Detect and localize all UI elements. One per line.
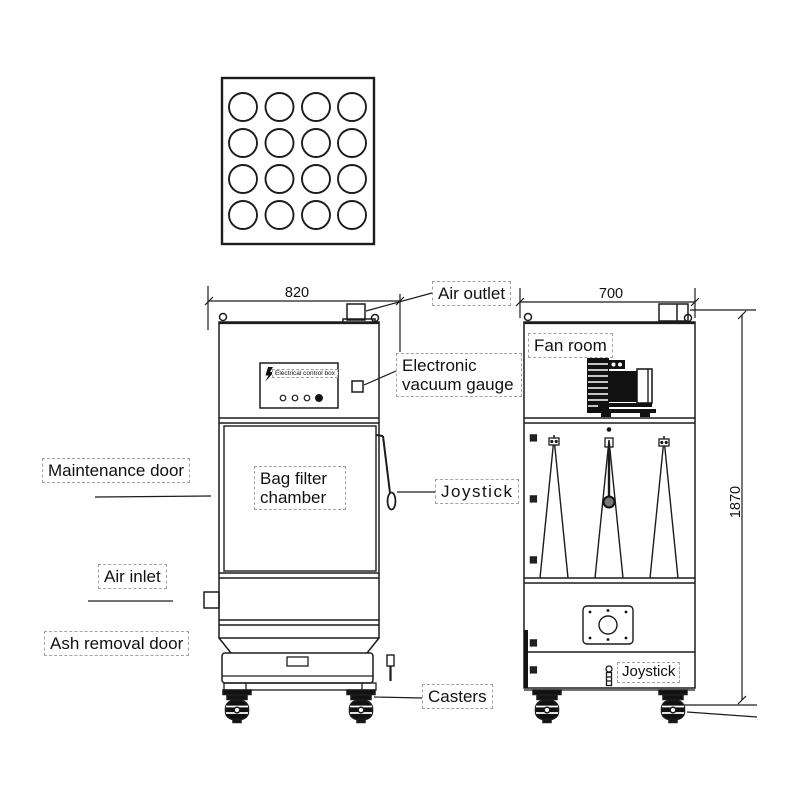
label-joystick-side: Joystick: [435, 479, 520, 505]
label-bag-filter-chamber: Bag filter chamber: [254, 466, 346, 511]
indicator-dots: [279, 394, 324, 403]
casters-leader: [373, 696, 423, 699]
label-electronic-vacuum-gauge: Electronic vacuum gauge: [396, 353, 522, 398]
dimension-820-lines: [204, 286, 405, 352]
fan-blower: [587, 357, 656, 417]
maintenance-door-panel: [223, 425, 377, 572]
leader-lines: [88, 292, 435, 699]
label-joystick-bottom: Joystick: [617, 662, 681, 683]
front-view: [203, 303, 397, 724]
label-air-inlet: Air inlet: [98, 564, 167, 590]
filter-hole-grid: [228, 92, 367, 230]
maintenance-door-leader: [94, 495, 212, 498]
side-view: [523, 303, 758, 724]
lifting-eye-icon: [523, 312, 533, 322]
vacuum-gauge-leader: [363, 370, 397, 386]
label-air-outlet: Air outlet: [432, 281, 512, 307]
ash-removal-drawer: [221, 652, 374, 684]
dimension-1870: 1870: [728, 485, 744, 519]
crank-handle: [386, 654, 395, 681]
dimension-700-lines: [515, 288, 700, 318]
dimension-1870-lines: [680, 309, 757, 706]
caster-ground-leader: [686, 711, 758, 718]
label-casters: Casters: [422, 684, 493, 710]
lifting-eye-icon: [218, 312, 228, 322]
lightning-icon: [265, 367, 274, 382]
joystick-pin: [605, 665, 613, 687]
label-electrical-control-box: Electrical control box: [272, 369, 338, 379]
dimension-700: 700: [598, 286, 624, 302]
air-outlet-duct: [342, 303, 376, 324]
air-outlet-leader: [365, 292, 433, 312]
hinge-strip: [524, 630, 528, 688]
joystick-handle: [375, 434, 397, 511]
top-view-filter-plate: [220, 76, 376, 246]
electrical-control-box-panel: [259, 362, 339, 409]
filter-bags: [539, 427, 679, 579]
air-inlet-stub: [203, 591, 220, 609]
label-maintenance-door: Maintenance door: [42, 458, 191, 484]
base-frame: [223, 682, 377, 691]
label-fan-room: Fan room: [528, 333, 613, 359]
ash-hopper: [218, 637, 380, 654]
air-outlet-duct-side: [658, 303, 689, 322]
label-ash-removal-door: Ash removal door: [44, 631, 190, 657]
access-plate: [582, 605, 634, 645]
dimension-820: 820: [284, 285, 310, 301]
vacuum-gauge: [351, 380, 364, 393]
